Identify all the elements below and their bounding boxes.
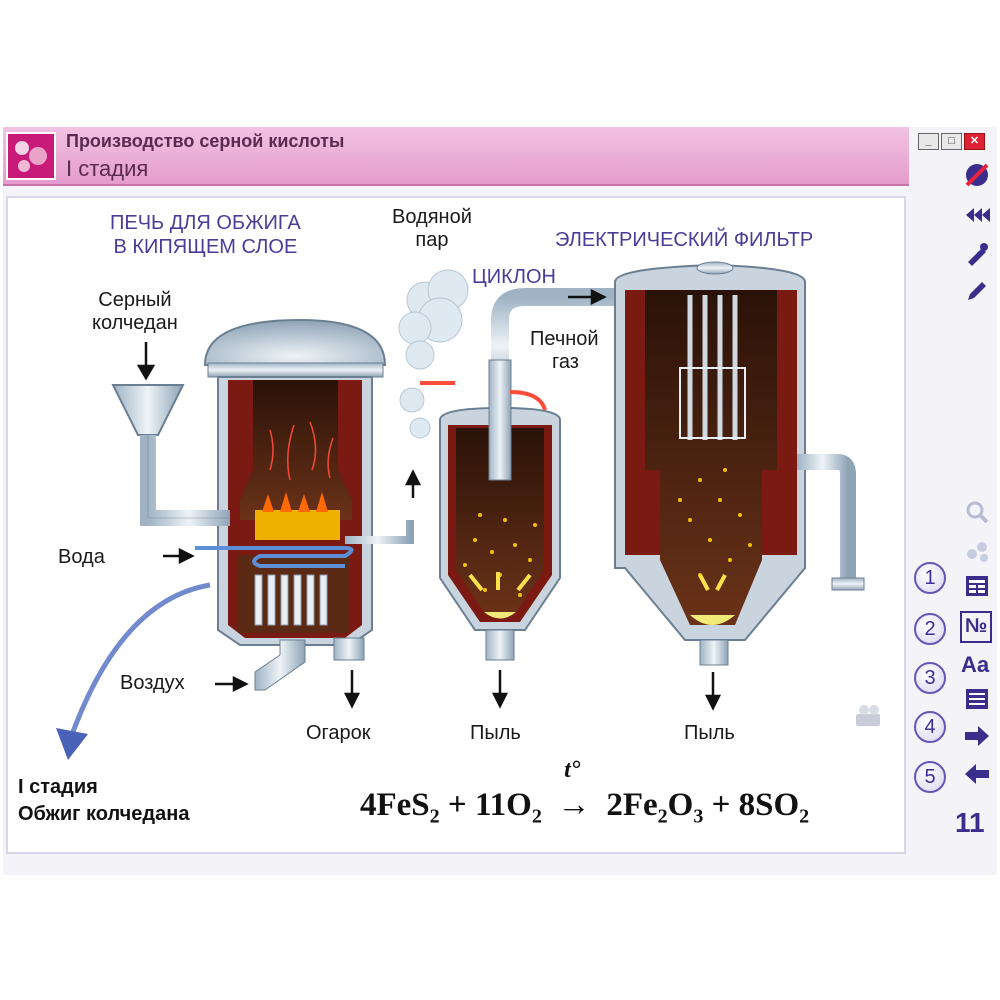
eq-term-2: + 11O [440, 787, 532, 823]
eq-term-3: 2Fe [606, 787, 657, 823]
pencil-icon[interactable] [962, 276, 992, 306]
steam-label-line2: пар [392, 229, 472, 252]
furnace-title-line1: ПЕЧЬ ДЛЯ ОБЖИГА [110, 211, 301, 235]
water-label: Вода [58, 546, 105, 569]
step-button-2[interactable]: 2 [914, 613, 946, 645]
cyclone-title: ЦИКЛОН [472, 265, 556, 289]
swoosh-arrowhead [56, 728, 88, 760]
eq-sub-3: 2 [658, 806, 668, 828]
eq-term-4: O [668, 787, 694, 823]
furnace-gas-line2: газ [530, 351, 599, 374]
no-sound-icon[interactable] [962, 160, 992, 190]
pyrite-label-line2: колчедан [92, 312, 178, 335]
electric-filter [615, 262, 864, 665]
swoosh-arrow [70, 585, 210, 740]
eq-term-1: 4FeS [360, 787, 430, 823]
arrow-left-icon[interactable] [962, 762, 992, 792]
dust-label-cyclone: Пыль [470, 722, 521, 745]
eq-arrow: t°→ [550, 787, 598, 824]
pyrite-label-line1: Серный [92, 289, 178, 312]
back-icon[interactable] [962, 200, 992, 230]
stage-caption-line2: Обжиг колчедана [18, 801, 189, 828]
steam-label-line1: Водяной [392, 206, 472, 229]
projector-icon[interactable] [852, 702, 882, 732]
step-button-5[interactable]: 5 [914, 761, 946, 793]
eq-sub-4: 3 [693, 806, 703, 828]
eq-sub-5: 2 [799, 806, 809, 828]
reaction-equation: 4FeS2 + 11O2 t°→ 2Fe2O3 + 8SO2 [360, 787, 809, 829]
pyrite-hopper [113, 385, 230, 518]
table-icon[interactable] [962, 573, 992, 603]
eq-term-5: + 8SO [703, 787, 799, 823]
font-tool[interactable]: Aa [960, 650, 990, 680]
eq-condition: t° [564, 757, 580, 784]
furnace [195, 320, 410, 690]
cyclone [440, 360, 560, 660]
filter-title: ЭЛЕКТРИЧЕСКИЙ ФИЛЬТР [555, 228, 813, 252]
page-number: 11 [955, 807, 985, 839]
cinder-label: Огарок [306, 722, 371, 745]
furnace-gas-line1: Печной [530, 328, 599, 351]
zoom-icon[interactable] [962, 498, 992, 528]
steam-label: Водяной пар [392, 206, 472, 252]
numbering-tool[interactable]: № [960, 611, 992, 643]
furnace-title-line2: В КИПЯЩЕМ СЛОЕ [110, 235, 301, 259]
step-button-4[interactable]: 4 [914, 711, 946, 743]
list-icon[interactable] [962, 686, 992, 716]
stage-caption-line1: I стадия [18, 774, 189, 801]
arrow-right-icon[interactable] [962, 724, 992, 754]
pointer-icon[interactable] [962, 238, 992, 268]
air-label: Воздух [120, 672, 185, 695]
step-button-3[interactable]: 3 [914, 662, 946, 694]
furnace-title: ПЕЧЬ ДЛЯ ОБЖИГА В КИПЯЩЕМ СЛОЕ [110, 211, 301, 259]
pyrite-label: Серный колчедан [92, 289, 178, 335]
molecule-icon[interactable] [962, 536, 992, 566]
furnace-gas-label: Печной газ [530, 328, 599, 374]
eq-sub-1: 2 [430, 806, 440, 828]
dust-label-filter: Пыль [684, 722, 735, 745]
stage-caption: I стадия Обжиг колчедана [18, 774, 189, 828]
step-button-1[interactable]: 1 [914, 562, 946, 594]
eq-sub-2: 2 [532, 806, 542, 828]
